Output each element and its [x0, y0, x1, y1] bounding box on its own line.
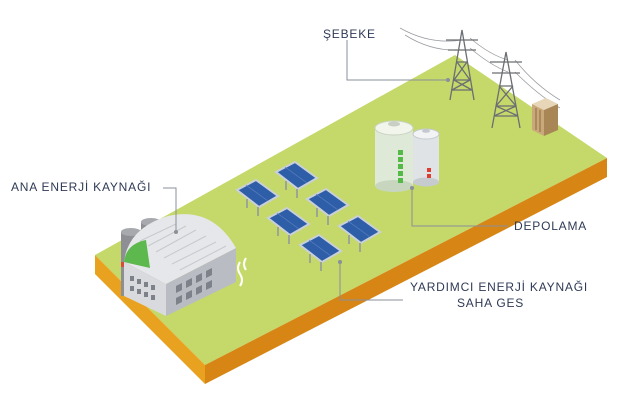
label-grid: ŞEBEKE [323, 27, 376, 41]
label-aux-solar: SAHA GES [457, 296, 525, 310]
transmission-tower-icon [399, 27, 561, 129]
label-main-source: ANA ENERJİ KAYNAĞI [11, 180, 152, 194]
battery-icon [374, 120, 440, 192]
leader-lines [163, 40, 508, 301]
substation-icon [532, 98, 558, 136]
label-aux-source: YARDIMCI ENERJİ KAYNAĞI [410, 280, 588, 294]
power-plant-icon [121, 214, 247, 316]
label-storage: DEPOLAMA [514, 219, 588, 233]
solar-panel-icon [235, 160, 382, 271]
